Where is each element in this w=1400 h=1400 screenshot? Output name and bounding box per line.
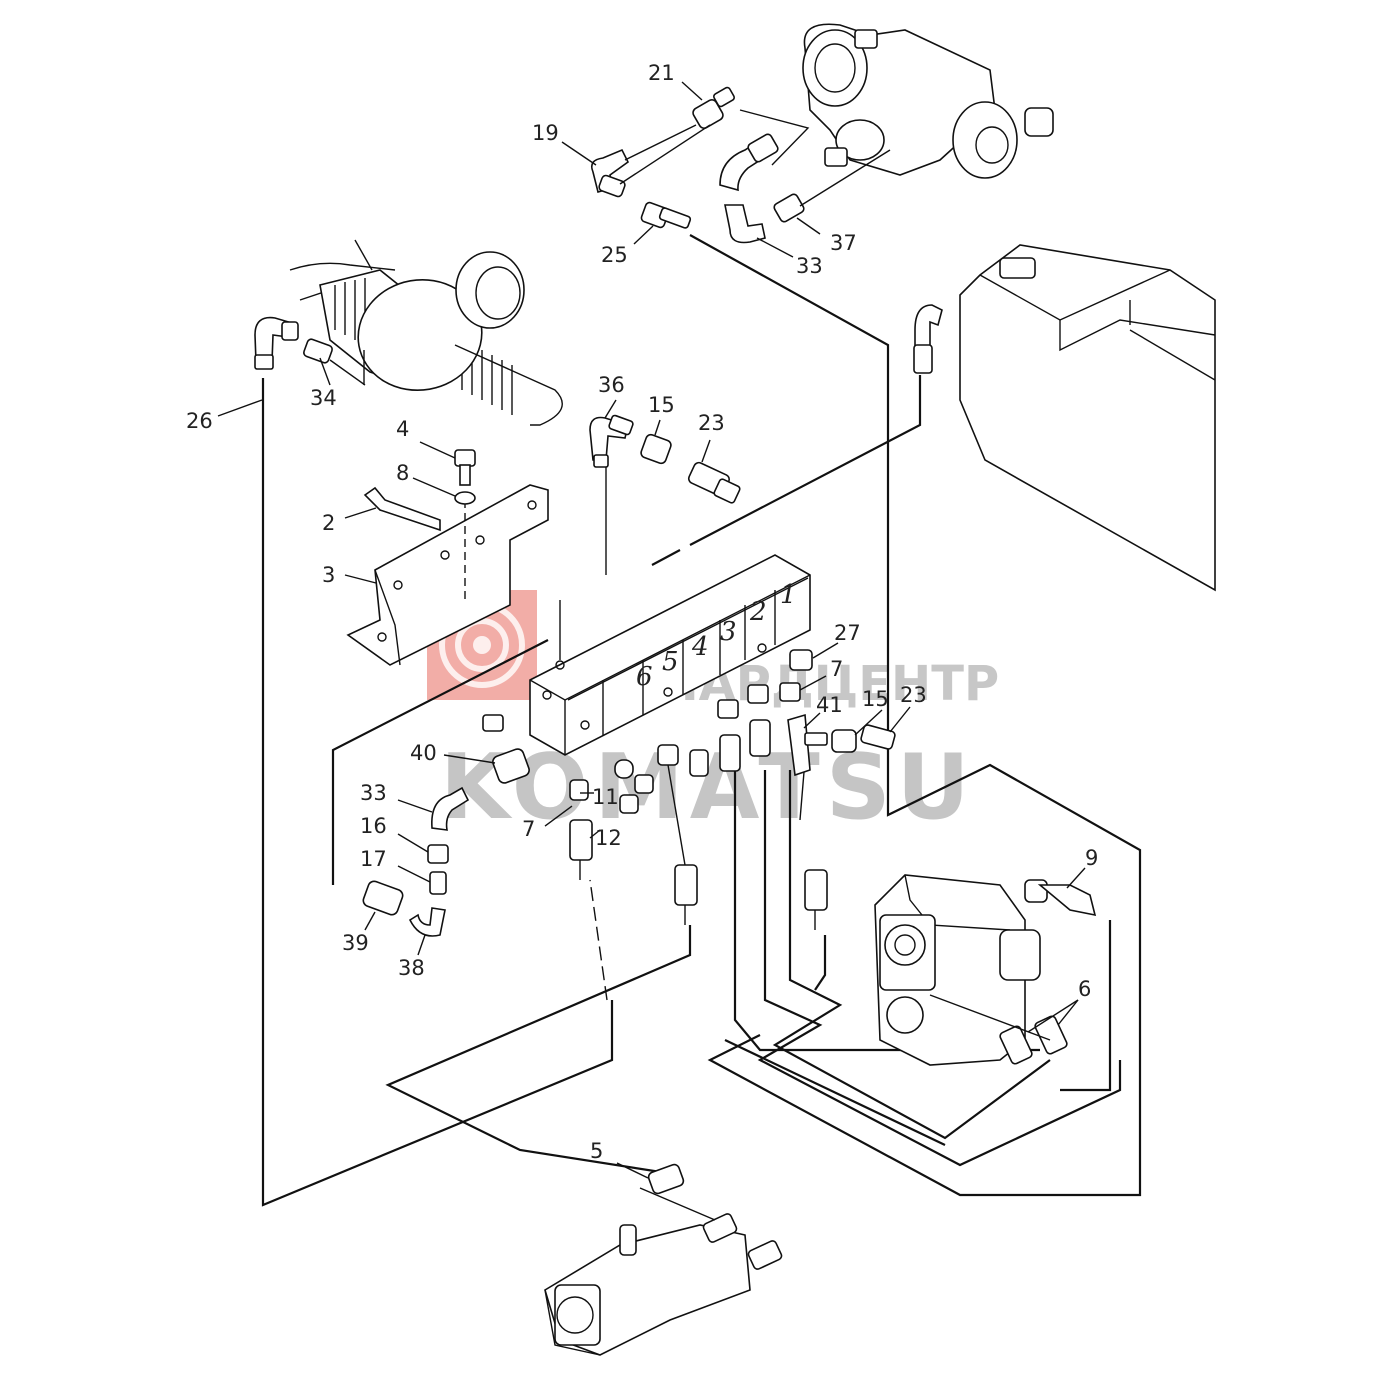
callout-7-lower: 7 xyxy=(522,817,535,841)
block-slot-3: 3 xyxy=(720,617,737,647)
callout-25: 25 xyxy=(601,243,628,267)
callout-40: 40 xyxy=(410,741,437,765)
fitting-12 xyxy=(569,819,593,861)
washer-8 xyxy=(454,491,476,505)
bolt-2 xyxy=(363,486,441,532)
bracket-3 xyxy=(346,449,549,666)
top-fittings xyxy=(590,86,891,244)
fitting-9 xyxy=(1037,884,1097,917)
callout-15-lower: 15 xyxy=(862,687,889,711)
tank-right xyxy=(913,244,1216,592)
callout-11: 11 xyxy=(592,785,619,809)
elbow-38 xyxy=(408,907,446,937)
callout-41: 41 xyxy=(816,693,843,717)
fitting-39 xyxy=(362,880,404,916)
callout-4: 4 xyxy=(396,417,409,441)
callout-26: 26 xyxy=(186,409,213,433)
bolt-4-head xyxy=(454,449,476,467)
callout-9: 9 xyxy=(1085,846,1098,870)
hose-lines xyxy=(261,234,1142,1207)
fitting-21 xyxy=(692,99,724,129)
fitting-23-lower xyxy=(860,724,896,750)
fittings-36-15-23 xyxy=(589,414,741,504)
block-slot-2: 2 xyxy=(749,597,767,627)
callout-37: 37 xyxy=(830,231,857,255)
leader-lines xyxy=(217,81,1086,1179)
tee-41 xyxy=(787,713,811,777)
adapter-17 xyxy=(429,871,447,895)
callout-6: 6 xyxy=(1078,977,1091,1001)
block-slot-1: 1 xyxy=(780,580,797,610)
fitting-37 xyxy=(773,193,805,223)
callout-7-upper: 7 xyxy=(830,657,843,681)
hose-25 xyxy=(689,234,1142,1197)
callout-15-upper: 15 xyxy=(648,393,675,417)
callout-12: 12 xyxy=(595,826,622,850)
block-slot-4: 4 xyxy=(691,632,709,662)
callout-19: 19 xyxy=(532,121,559,145)
fittings-26-34 xyxy=(254,316,366,386)
callout-8: 8 xyxy=(396,461,409,485)
callout-17: 17 xyxy=(360,847,387,871)
callout-21: 21 xyxy=(648,61,675,85)
watermark: ЛЕОНАРДЦЕНТР KOMATSU xyxy=(427,590,999,840)
callout-23-upper: 23 xyxy=(698,411,725,435)
elbow-33-left xyxy=(431,786,470,831)
fitting-27 xyxy=(789,649,813,671)
fitting-15-lower xyxy=(831,729,857,753)
callout-33-left: 33 xyxy=(360,781,387,805)
fitting-5 xyxy=(647,1163,685,1195)
hose-26 xyxy=(261,378,614,1207)
hydraulic-tank-top xyxy=(802,23,1054,179)
callout-5: 5 xyxy=(590,1139,603,1163)
callout-23-lower: 23 xyxy=(900,683,927,707)
callout-27: 27 xyxy=(834,621,861,645)
fitting-15-upper xyxy=(640,433,672,465)
callout-3: 3 xyxy=(322,563,335,587)
fitting-34 xyxy=(303,338,333,364)
callout-2: 2 xyxy=(322,511,335,535)
callout-36: 36 xyxy=(598,373,625,397)
callout-16: 16 xyxy=(360,814,387,838)
pump-bottom xyxy=(544,1163,783,1356)
filter-assembly-left xyxy=(289,239,563,426)
gearbox xyxy=(874,874,1097,1066)
left-fittings xyxy=(362,748,530,937)
nut-16 xyxy=(427,844,449,864)
elbow-33-top xyxy=(724,204,766,244)
callout-39: 39 xyxy=(342,931,369,955)
fitting-6 xyxy=(1034,1015,1068,1055)
callouts: 21 19 25 37 33 26 34 36 15 23 4 8 2 3 27… xyxy=(186,61,1098,1163)
block-slot-6: 6 xyxy=(636,662,653,692)
callout-33-top: 33 xyxy=(796,254,823,278)
callout-34: 34 xyxy=(310,386,337,410)
block-slot-5: 5 xyxy=(662,647,679,677)
block-fittings xyxy=(482,649,896,930)
callout-38: 38 xyxy=(398,956,425,980)
valve-block: 1 2 3 4 5 6 xyxy=(529,554,811,756)
fitting-40 xyxy=(492,748,530,784)
